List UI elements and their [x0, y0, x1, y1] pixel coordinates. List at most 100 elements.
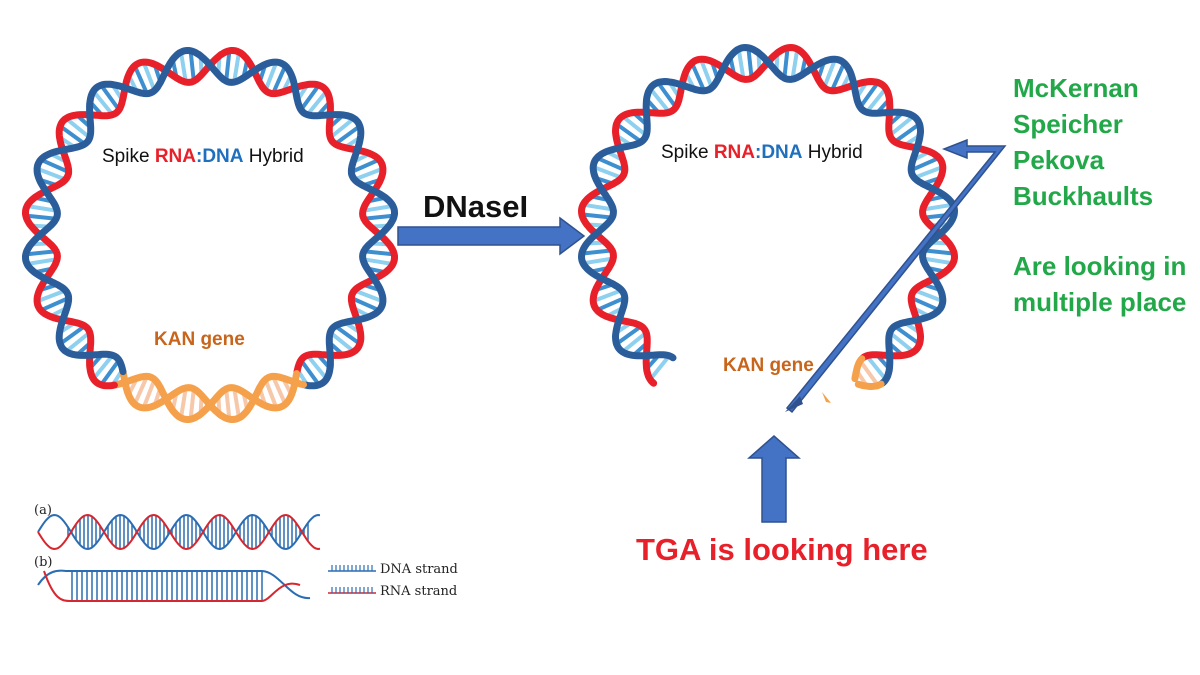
base-pair-rung [790, 48, 800, 80]
rna-backbone-strand [206, 47, 398, 376]
base-pair-rung [736, 48, 746, 80]
base-pair-rung [699, 58, 714, 89]
base-pair-rung [581, 212, 613, 220]
researchers-list: McKernan Speicher Pekova Buckhaults Are … [1013, 70, 1186, 320]
base-pair-rung [363, 213, 395, 221]
base-pair-rung [224, 388, 232, 420]
rna-backbone-strand [577, 55, 772, 387]
dna-backbone-strand [764, 55, 959, 387]
tga-up-arrow [747, 435, 801, 523]
base-pair-rung [746, 47, 754, 79]
base-pair-rung [893, 324, 921, 346]
researcher-name: Pekova [1013, 145, 1105, 175]
dna-backbone-strand [206, 58, 398, 390]
base-pair-rung [305, 354, 329, 381]
researchers-note-line: multiple place [1013, 287, 1187, 317]
legend-hybrid-ladder [37, 569, 311, 602]
base-pair-rung [913, 165, 944, 180]
base-pair-rung [648, 87, 671, 114]
base-pair-rung [305, 89, 329, 116]
base-pair-rung [141, 61, 157, 92]
base-pair-rung [232, 387, 241, 419]
dnase-arrow [397, 216, 586, 256]
base-pair-rung [582, 202, 614, 212]
legend-dna-strand-label: DNA strand [380, 562, 458, 577]
base-pair-rung [829, 62, 846, 92]
legend-dna-strand [37, 513, 321, 551]
rna-text: RNA [154, 146, 196, 167]
base-pair-rung [299, 359, 321, 386]
base-pair-rung [91, 354, 115, 381]
base-pair-rung [188, 388, 196, 420]
dnase-label: DNaseI [423, 189, 529, 224]
base-pair-rung [132, 64, 149, 95]
base-pair-rung [822, 58, 837, 89]
base-pair-rung [596, 156, 626, 173]
base-pair-rung [350, 157, 381, 174]
dna-backbone-strand [577, 43, 772, 362]
base-pair-rung [363, 249, 395, 257]
base-pair-rung [621, 114, 648, 137]
base-pair-rung [922, 202, 954, 212]
legend-rna-strand-label: RNA strand [380, 584, 458, 599]
base-pair-rung [913, 288, 944, 303]
researchers-note-line: Are looking in [1013, 251, 1187, 281]
base-pair-rung [782, 47, 790, 79]
right-kan-gene-label: KAN gene [723, 355, 814, 376]
researcher-name: Buckhaults [1013, 181, 1154, 211]
legend-rna-key [328, 587, 376, 594]
colon-text: : [195, 146, 203, 167]
base-pair-rung [334, 324, 361, 346]
legend-panel-b-label: (b) [34, 555, 53, 570]
base-pair-rung [39, 296, 70, 313]
base-pair-rung [922, 256, 954, 266]
rna-backbone-strand [22, 58, 214, 390]
base-pair-rung [232, 51, 241, 83]
base-pair-rung [224, 50, 232, 82]
left-hybrid-label: Spike RNA:DNA Hybrid [102, 146, 304, 168]
base-pair-rung [26, 204, 58, 213]
base-pair-rung [59, 124, 86, 146]
base-pair-rung [353, 166, 384, 182]
dna-text: DNA [761, 142, 803, 163]
legend-dna-key [328, 565, 376, 572]
base-pair-rung [923, 248, 955, 256]
dna-backbone-strand [22, 47, 214, 376]
base-pair-rung [179, 51, 188, 83]
legend-rna-strand [37, 513, 321, 551]
base-pair-rung [621, 331, 648, 354]
left-plasmid-ring [22, 47, 398, 423]
base-pair-rung [36, 166, 67, 182]
base-pair-rung [656, 81, 678, 109]
hybrid-text: Hybrid [243, 146, 304, 167]
base-pair-rung [299, 84, 321, 111]
base-pair-rung [858, 81, 880, 109]
base-pair-rung [25, 249, 57, 257]
base-pair-rung [99, 359, 121, 386]
base-pair-rung [141, 378, 157, 409]
hybrid-text: Hybrid [802, 142, 863, 163]
base-pair-rung [353, 288, 384, 304]
base-pair-rung [59, 324, 86, 346]
base-pair-rung [36, 288, 67, 304]
base-pair-rung [648, 354, 671, 381]
left-kan-gene-label: KAN gene [154, 329, 245, 350]
base-pair-rung [888, 114, 915, 137]
base-pair-rung [865, 87, 888, 114]
base-pair-rung [910, 295, 940, 312]
base-pair-rung [25, 213, 57, 221]
base-pair-rung [263, 378, 279, 409]
kan-fragment-marker [822, 392, 831, 403]
legend-dna-rail [37, 569, 311, 600]
base-pair-rung [263, 61, 279, 92]
base-pair-rung [26, 257, 58, 266]
legend-rna-rail [43, 570, 301, 602]
base-pair-rung [888, 331, 915, 354]
base-pair-rung [592, 288, 623, 303]
rna-text: RNA [713, 142, 755, 163]
colon-text: : [754, 142, 762, 163]
base-pair-rung [858, 359, 880, 387]
base-pair-rung [329, 116, 356, 140]
base-pair-rung [865, 354, 888, 381]
